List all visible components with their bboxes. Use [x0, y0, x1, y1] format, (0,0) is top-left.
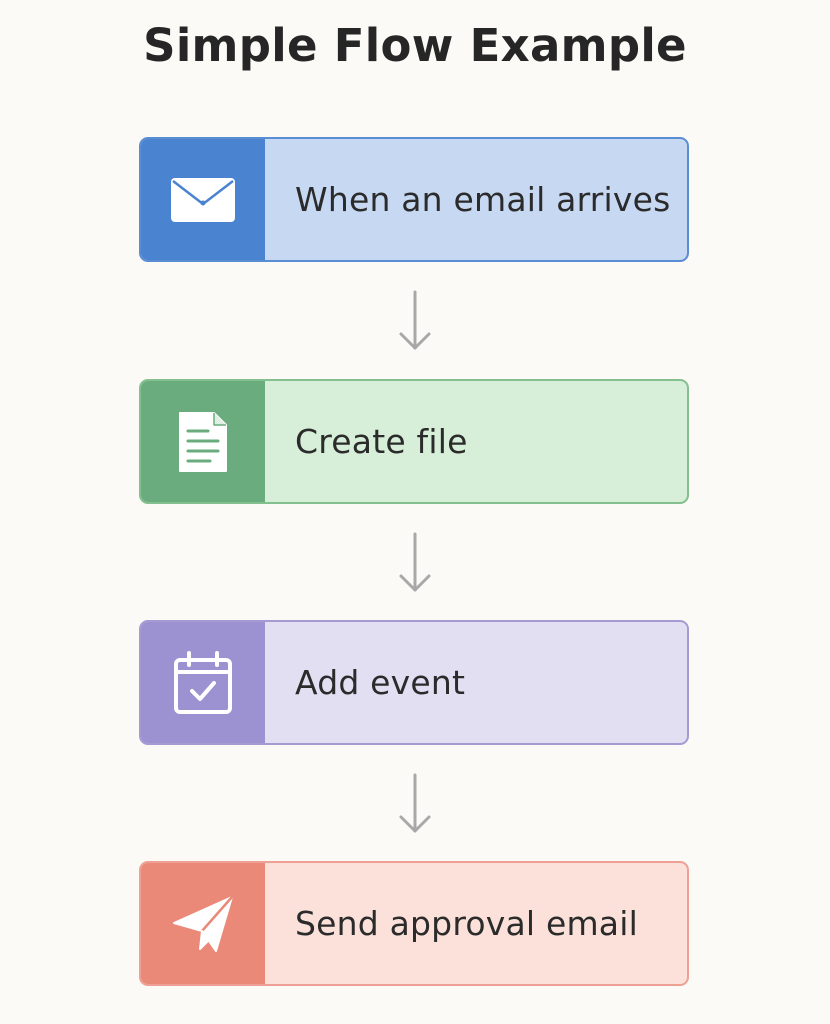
step-icon-panel [141, 622, 265, 743]
step-icon-panel [141, 863, 265, 984]
arrow-down-icon [399, 773, 431, 833]
step-label: Create file [295, 422, 468, 461]
arrow-down-icon [399, 290, 431, 350]
step-when-email-arrives[interactable]: When an email arrives [139, 137, 689, 262]
step-label: Add event [295, 663, 466, 702]
step-send-approval-email[interactable]: Send approval email [139, 861, 689, 986]
step-label: Send approval email [295, 904, 638, 943]
arrow-down-icon [399, 532, 431, 592]
step-create-file[interactable]: Create file [139, 379, 689, 504]
step-icon-panel [141, 381, 265, 502]
diagram-title: Simple Flow Example [143, 19, 687, 72]
envelope-icon [171, 177, 235, 222]
paper-plane-icon [173, 895, 234, 952]
step-icon-panel [141, 139, 265, 260]
document-icon [179, 411, 227, 472]
step-add-event[interactable]: Add event [139, 620, 689, 745]
calendar-check-icon [174, 650, 232, 714]
step-label: When an email arrives [295, 180, 671, 219]
